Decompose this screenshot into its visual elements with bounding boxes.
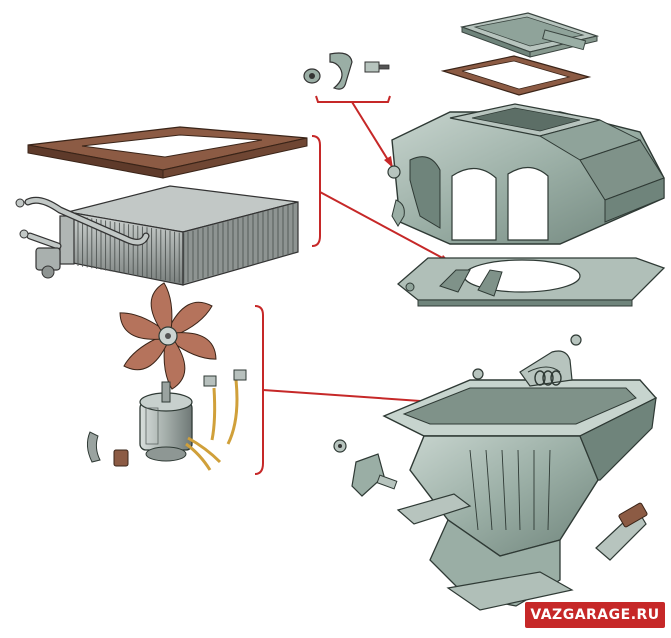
housing-ribs	[469, 449, 551, 531]
fan-impeller	[119, 282, 217, 390]
housing-rib	[485, 449, 493, 531]
fastener-set	[333, 439, 398, 497]
fan-blade	[150, 282, 173, 334]
housing-rib	[501, 449, 507, 531]
housing-rib	[517, 449, 521, 531]
radiator-gasket	[27, 126, 308, 179]
fan-blade	[163, 338, 186, 390]
housing-rib	[547, 449, 551, 531]
base-plate	[396, 257, 666, 307]
top-gasket	[440, 55, 592, 96]
watermark: VAZGARAGE.RU	[525, 602, 665, 628]
top-cover	[459, 12, 600, 58]
housing-rib	[469, 449, 479, 531]
heater-radiator	[15, 185, 299, 286]
lower-housing	[382, 334, 658, 611]
upper-housing	[387, 103, 665, 245]
fan-motor	[86, 369, 247, 471]
clip-set	[303, 52, 390, 90]
damper-lever	[595, 502, 648, 561]
fan-blade	[123, 335, 169, 371]
hinge-spring	[534, 370, 562, 386]
fan-blade	[119, 312, 166, 340]
fan-blade	[170, 332, 217, 360]
fan-blade	[167, 301, 213, 337]
